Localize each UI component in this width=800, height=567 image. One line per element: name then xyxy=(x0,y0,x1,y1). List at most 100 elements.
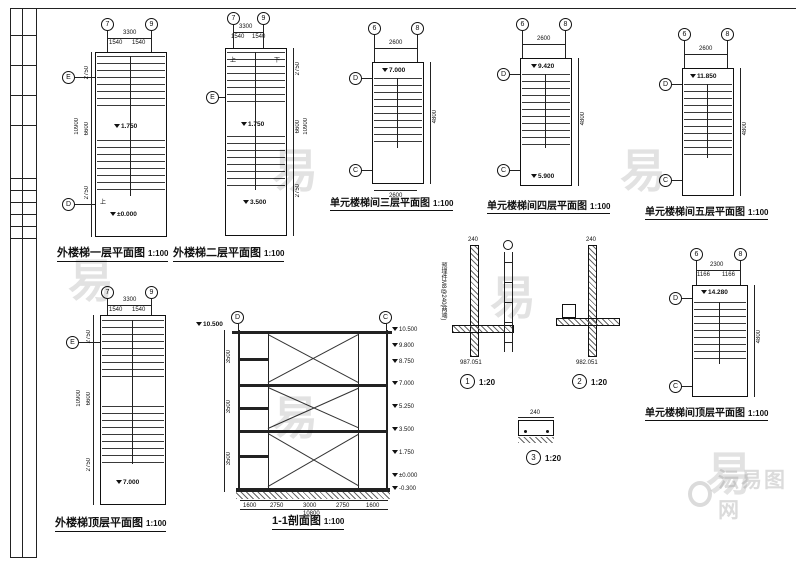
dim-text: 4800 xyxy=(756,330,762,344)
axis-line xyxy=(362,78,372,79)
level-mark-icon xyxy=(392,473,398,478)
level-mark-icon xyxy=(392,427,398,432)
plan1-flight-divider xyxy=(130,56,131,196)
dim-text: 987.051 xyxy=(460,360,482,366)
level-value: 7.000 xyxy=(399,381,415,387)
dim-text: 240 xyxy=(586,237,597,243)
title-text: 单元楼梯间三层平面图 xyxy=(330,198,430,209)
dim-text: 2750 xyxy=(84,66,90,80)
axis-bubble: 8 xyxy=(559,18,572,31)
dim-text: 10800 xyxy=(303,511,320,517)
plan8-treads xyxy=(694,302,746,364)
dim-text: 10900 xyxy=(76,390,82,407)
level-mark-icon xyxy=(690,74,696,79)
level-mark-icon xyxy=(392,359,398,364)
dim-text: 2750 xyxy=(84,186,90,200)
title-scale: 1:100 xyxy=(590,202,611,211)
level-value: ±0.000 xyxy=(117,211,137,218)
axis-line xyxy=(417,35,418,62)
axis-bubble: C xyxy=(659,174,672,187)
section-landing-slab xyxy=(240,455,268,458)
level-mark-icon xyxy=(392,381,398,386)
level-mark-icon xyxy=(116,480,122,485)
dim-text: 6600 xyxy=(295,120,301,134)
dim-line xyxy=(374,48,417,49)
frame-strip-line xyxy=(36,8,37,558)
level-annotation: ±0.000 xyxy=(110,211,137,219)
title-scale: 1:100 xyxy=(323,517,345,526)
plan2-treads-lower xyxy=(227,136,285,190)
dim-text: 1540 xyxy=(252,34,266,40)
dim-text: 1540 xyxy=(109,307,123,313)
dim-text: 3500 xyxy=(226,350,232,364)
axis-line xyxy=(510,170,520,171)
detail1-slab-hatch xyxy=(452,325,514,333)
level-mark-icon xyxy=(701,290,707,295)
level-annotation: -0.300 xyxy=(392,486,416,492)
watermark-text: 易 xyxy=(620,144,666,198)
section-floor-slab xyxy=(240,430,386,433)
level-mark-icon xyxy=(392,486,398,491)
plan2-treads-upper xyxy=(227,52,285,106)
axis-bubble: 8 xyxy=(734,248,747,261)
detail3-number-bubble: 3 xyxy=(526,450,541,465)
level-value: ±0.000 xyxy=(399,473,418,479)
axis-bubble: 7 xyxy=(101,18,114,31)
level-annotation: 10.500 xyxy=(392,327,417,333)
axis-bubble: E xyxy=(62,71,75,84)
axis-line xyxy=(107,299,108,315)
level-mark-icon xyxy=(392,404,398,409)
dim-line xyxy=(107,38,151,39)
dim-text: 240 xyxy=(468,237,479,243)
dim-text: 2300 xyxy=(710,262,724,268)
dim-text: 4800 xyxy=(580,112,586,126)
level-value: -0.300 xyxy=(399,486,417,492)
axis-line xyxy=(565,31,566,58)
titleblock-line xyxy=(10,214,36,215)
title-scale: 1:100 xyxy=(146,519,167,528)
level-value: 9.800 xyxy=(399,343,415,349)
detail1-note: 预埋件M8@240(两端) xyxy=(440,262,446,321)
frame-left-border xyxy=(10,8,11,558)
plan8-flight-divider xyxy=(719,302,720,364)
axis-bubble: E xyxy=(66,336,79,349)
dim-line xyxy=(240,500,388,501)
dim-text: 4800 xyxy=(432,110,438,124)
detail1-wall-hatch xyxy=(470,245,479,357)
axis-bubble: 7 xyxy=(227,12,240,25)
axis-line xyxy=(263,25,264,48)
detail-rail-line xyxy=(512,252,513,352)
axis-line xyxy=(386,324,387,330)
axis-bubble: 7 xyxy=(101,286,114,299)
level-mark-icon xyxy=(114,124,120,129)
level-mark-icon xyxy=(382,68,388,73)
level-annotation: 5.250 xyxy=(392,404,414,410)
axis-line xyxy=(672,84,682,85)
axis-bubble: E xyxy=(206,91,219,104)
axis-line xyxy=(233,25,234,48)
section-right-wall xyxy=(386,330,388,492)
level-annotation: 7.000 xyxy=(116,479,139,487)
level-value: 8.750 xyxy=(399,359,415,365)
watermark-text: 易 xyxy=(706,447,752,501)
dim-text: 2750 xyxy=(86,458,92,472)
plan5-flight-divider xyxy=(707,84,708,158)
section-roof-slab xyxy=(232,331,392,334)
dim-text: 3500 xyxy=(226,452,232,466)
title-scale: 1:100 xyxy=(433,199,454,208)
plan3-flight-divider xyxy=(397,78,398,148)
plan1-treads-lower xyxy=(97,140,165,196)
axis-bubble: D xyxy=(349,72,362,85)
rebar-dot xyxy=(546,430,549,433)
section-left-wall xyxy=(238,330,240,492)
dim-text: 3300 xyxy=(123,30,137,36)
dim-text: 3000 xyxy=(303,503,317,509)
axis-line xyxy=(75,77,95,78)
detail2-scale: 1:20 xyxy=(591,378,608,387)
title-text: 1-1剖面图 xyxy=(272,515,321,527)
axis-bubble: C xyxy=(349,164,362,177)
